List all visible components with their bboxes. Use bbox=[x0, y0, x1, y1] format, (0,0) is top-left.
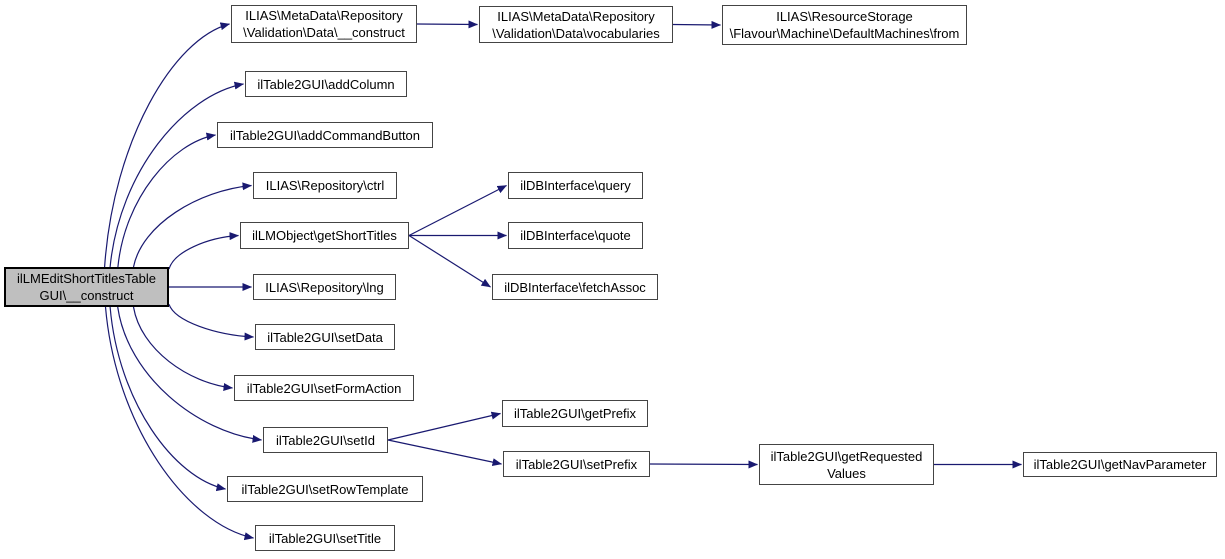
node-label-line: ilTable2GUI\setData bbox=[267, 329, 383, 345]
node-label-line: ilTable2GUI\getPrefix bbox=[513, 406, 637, 421]
graph-node-set_data[interactable]: ilTable2GUI\setData bbox=[255, 324, 395, 350]
node-label-line: ILIAS\Repository\lng bbox=[265, 279, 384, 295]
graph-node-query[interactable]: ilDBInterface\query bbox=[508, 172, 643, 199]
edge-main-to-get_short_titles bbox=[168, 232, 239, 270]
graph-node-add_command_button[interactable]: ilTable2GUI\addCommandButton bbox=[217, 122, 433, 148]
node-label-line: ilTable2GUI\addColumn bbox=[257, 76, 395, 92]
node-label-line: ILIAS\Repository\ctrl bbox=[265, 178, 385, 193]
graph-node-get_prefix[interactable]: ilTable2GUI\getPrefix bbox=[502, 400, 648, 427]
edge-set_id-to-set_prefix bbox=[387, 439, 502, 467]
node-label-line: ilDBInterface\quote bbox=[520, 228, 631, 243]
node-label-line: Values bbox=[827, 465, 866, 481]
graph-node-lng[interactable]: ILIAS\Repository\lng bbox=[253, 274, 396, 300]
graph-node-ctrl[interactable]: ILIAS\Repository\ctrl bbox=[253, 172, 397, 199]
node-label-line: ilTable2GUI\getNavParameter bbox=[1033, 457, 1207, 472]
edge-set_id-to-get_prefix bbox=[387, 411, 501, 441]
node-label-line: \Validation\Data\__construct bbox=[243, 25, 405, 40]
edge-main-to-set_id bbox=[117, 306, 262, 443]
graph-node-quote[interactable]: ilDBInterface\quote bbox=[508, 222, 643, 249]
graph-node-md_vocab[interactable]: ILIAS\MetaData\Repository\Validation\Dat… bbox=[479, 6, 673, 43]
node-label-line: ilTable2GUI\setId bbox=[276, 432, 375, 448]
node-label-line: ilTable2GUI\addCommandButton bbox=[229, 127, 421, 143]
edge-main-to-add_column bbox=[109, 81, 244, 268]
graph-node-fetch_assoc[interactable]: ilDBInterface\fetchAssoc bbox=[492, 274, 658, 300]
graph-node-set_prefix[interactable]: ilTable2GUI\setPrefix bbox=[503, 451, 650, 477]
graph-node-add_column[interactable]: ilTable2GUI\addColumn bbox=[245, 71, 407, 97]
graph-node-rs_from[interactable]: ILIAS\ResourceStorage \Flavour\Machine\De… bbox=[722, 5, 967, 45]
graph-node-set_id[interactable]: ilTable2GUI\setId bbox=[263, 427, 388, 453]
edge-main-to-set_form_action bbox=[132, 306, 233, 391]
graph-node-set_row_template[interactable]: ilTable2GUI\setRowTemplate bbox=[227, 476, 423, 502]
graph-node-set_form_action[interactable]: ilTable2GUI\setFormAction bbox=[234, 375, 414, 401]
edge-md_construct-to-md_vocab bbox=[416, 20, 478, 29]
edge-main-to-set_data bbox=[168, 304, 254, 341]
node-label-line: ILIAS\ResourceStorage bbox=[776, 9, 913, 24]
edge-main-to-set_row_template bbox=[109, 306, 226, 492]
edge-main-to-add_command_button bbox=[117, 132, 216, 268]
edge-md_vocab-to-rs_from bbox=[672, 20, 721, 29]
node-label-line: ilTable2GUI\getRequested bbox=[770, 448, 923, 464]
node-label-line: ilDBInterface\query bbox=[520, 178, 631, 193]
node-label-line: ilTable2GUI\setTitle bbox=[268, 530, 382, 546]
node-label-line: ILIAS\MetaData\Repository bbox=[245, 8, 403, 23]
node-label-line: ilDBInterface\fetchAssoc bbox=[504, 279, 646, 295]
edge-get_short_titles-to-fetch_assoc bbox=[408, 234, 491, 288]
node-label-line: \Flavour\Machine\DefaultMachines\from bbox=[729, 26, 960, 41]
graph-node-get_short_titles[interactable]: ilLMObject\getShortTitles bbox=[240, 222, 409, 249]
edge-main-to-ctrl bbox=[132, 182, 252, 268]
node-label-line: ilTable2GUI\setPrefix bbox=[515, 456, 638, 472]
node-label-line: ILIAS\MetaData\Repository bbox=[497, 8, 655, 24]
edge-main-to-set_title bbox=[104, 306, 254, 541]
node-label-line: \Validation\Data\vocabularies bbox=[492, 25, 660, 41]
graph-node-get_nav_parameter[interactable]: ilTable2GUI\getNavParameter bbox=[1023, 452, 1217, 477]
node-label-line: ilTable2GUI\setFormAction bbox=[246, 380, 402, 396]
node-label-line: ilTable2GUI\setRowTemplate bbox=[241, 481, 409, 497]
node-label-line: ilLMObject\getShortTitles bbox=[252, 228, 397, 243]
edge-set_prefix-to-get_requested_values bbox=[649, 460, 758, 469]
graph-node-md_construct[interactable]: ILIAS\MetaData\Repository \Validation\Dat… bbox=[231, 5, 417, 43]
edge-get_short_titles-to-query bbox=[408, 184, 507, 237]
graph-node-set_title[interactable]: ilTable2GUI\setTitle bbox=[255, 525, 395, 551]
node-label-line: GUI\__construct bbox=[39, 288, 134, 303]
node-label-line: ilLMEditShortTitlesTable bbox=[17, 271, 156, 286]
edge-main-to-md_construct bbox=[104, 22, 230, 268]
